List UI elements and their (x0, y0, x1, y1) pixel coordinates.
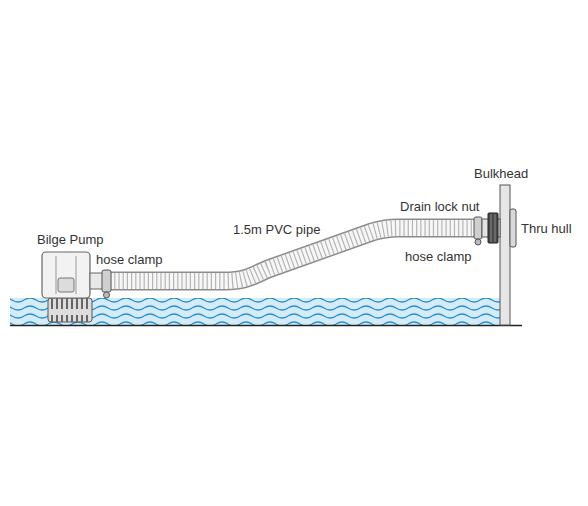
hull-floor (10, 325, 522, 327)
drain-lock-nut (488, 213, 498, 243)
part-label: hose clamp (96, 252, 162, 267)
bulkhead-plate (500, 185, 510, 325)
pump-body (42, 252, 90, 298)
water (10, 298, 500, 325)
part-label: Thru hull (521, 221, 572, 236)
hose-clamp-ring (474, 217, 482, 239)
thru-hull-flange (510, 209, 516, 247)
nut-thread (495, 214, 496, 242)
hose-clamp-screw (104, 292, 110, 298)
part-label: hose clamp (405, 249, 471, 264)
part-label: 1.5m PVC pipe (233, 222, 320, 237)
part-label: Bilge Pump (37, 232, 103, 247)
part-label: Drain lock nut (400, 199, 479, 214)
hose-clamp-ring (102, 270, 111, 292)
pump-groove (56, 256, 57, 294)
pump-badge (58, 278, 74, 292)
part-label: Bulkhead (474, 166, 528, 181)
hose-clamp-screw (475, 239, 481, 245)
pump-groove (76, 256, 77, 294)
pump-strainer-slits (51, 298, 89, 322)
water-waves (10, 298, 500, 325)
nut-thread (491, 214, 492, 242)
pump-strainer (48, 298, 92, 322)
